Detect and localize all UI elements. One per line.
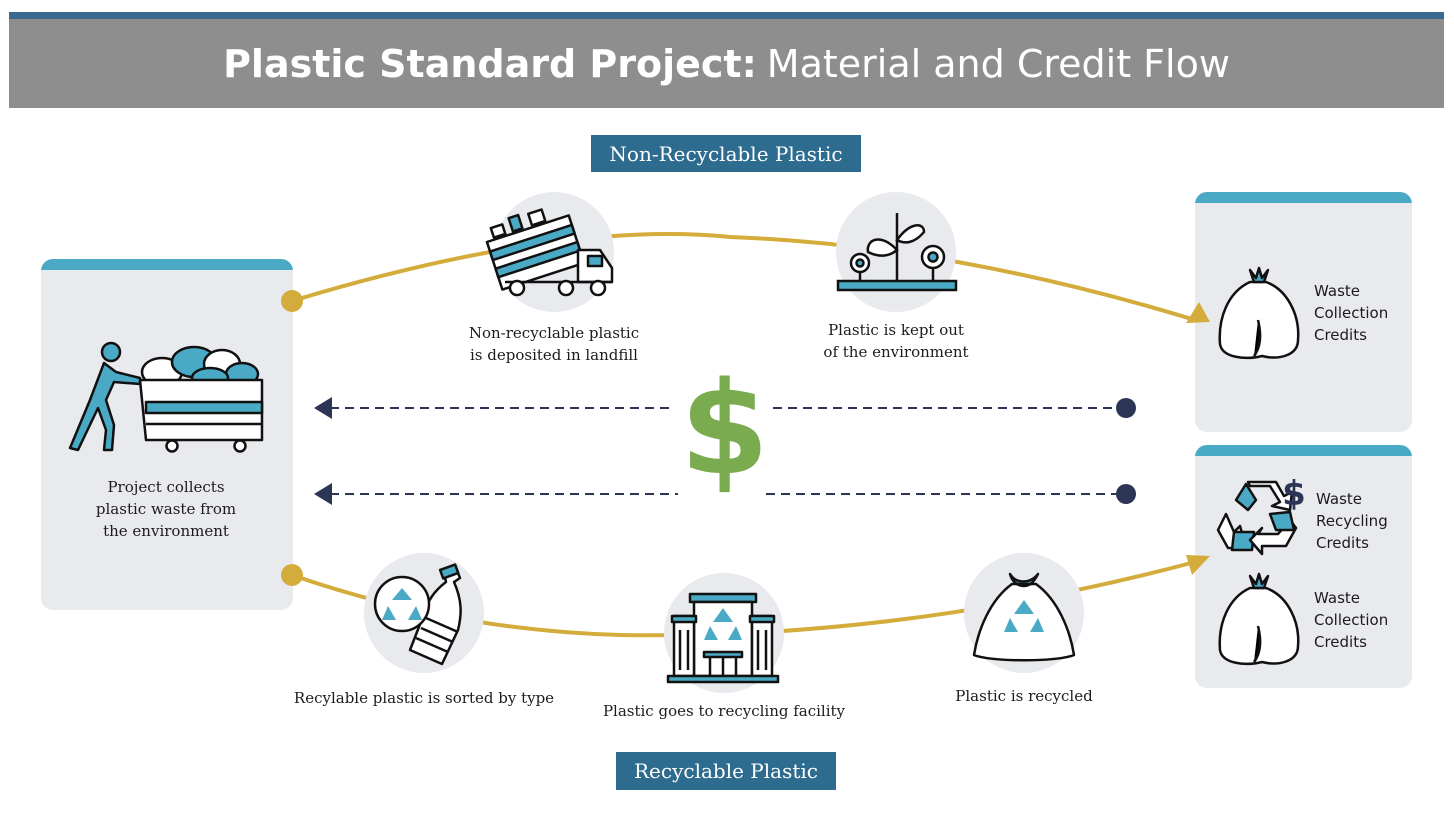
label-line: Waste — [1314, 589, 1360, 607]
recycling-facility-icon — [666, 592, 780, 684]
label-line: Collection — [1314, 611, 1389, 629]
environment-caption: Plastic is kept out of the environment — [796, 319, 996, 363]
sorted-caption: Recylable plastic is sorted by type — [293, 689, 555, 707]
plant-icon — [836, 213, 958, 292]
header-banner: Plastic Standard Project: Material and C… — [9, 12, 1444, 108]
garbage-bag-icon-2 — [1218, 572, 1300, 666]
money-arrowhead-top — [314, 397, 332, 419]
label-line: Recycling — [1316, 512, 1388, 530]
label-line: Credits — [1314, 326, 1367, 344]
landfill-caption: Non-recyclable plastic is deposited in l… — [444, 322, 664, 366]
caption-line: Plastic is kept out — [828, 321, 964, 339]
dollar-symbol: $ — [680, 355, 770, 504]
top-flow-line — [291, 232, 1196, 322]
waste-collection-credits-label-2: Waste Collection Credits — [1314, 587, 1404, 653]
label-line: Credits — [1314, 633, 1367, 651]
label-line: Collection — [1314, 304, 1389, 322]
garbage-bag-icon — [1218, 266, 1300, 360]
caption-line: is deposited in landfill — [470, 346, 638, 364]
top-flow-start-dot — [281, 290, 303, 312]
waste-recycling-credits-label: Waste Recycling Credits — [1316, 488, 1406, 554]
recycled-caption: Plastic is recycled — [955, 687, 1093, 705]
bottom-flow-arrowhead — [1186, 555, 1210, 575]
caption-line: Non-recyclable plastic — [468, 324, 640, 342]
bottom-flow-start-dot — [281, 564, 303, 586]
recycling-bag-icon — [972, 572, 1076, 662]
facility-caption: Plastic goes to recycling facility — [602, 702, 846, 720]
top-flow-arrowhead — [1186, 302, 1210, 323]
recycling-dollar-icon: $ — [1216, 474, 1306, 556]
label-line: Credits — [1316, 534, 1369, 552]
money-dot-bottom — [1116, 484, 1136, 504]
label-line: Waste — [1314, 282, 1360, 300]
page-title-light: Material and Credit Flow — [766, 41, 1230, 86]
caption-line: of the environment — [823, 343, 969, 361]
caption-line: the environment — [103, 522, 229, 540]
waste-collection-credits-label: Waste Collection Credits — [1314, 280, 1404, 346]
page-title-bold: Plastic Standard Project: — [223, 41, 757, 86]
left-panel-caption: Project collects plastic waste from the … — [60, 476, 272, 542]
money-dot-top — [1116, 398, 1136, 418]
caption-line: Project collects — [107, 478, 225, 496]
recyclable-tag: Recyclable Plastic — [616, 752, 836, 790]
label-line: Waste — [1316, 490, 1362, 508]
svg-text:$: $ — [1282, 474, 1306, 514]
non-recyclable-tag: Non-Recyclable Plastic — [591, 135, 861, 172]
dump-truck-icon — [485, 208, 614, 297]
caption-line: plastic waste from — [95, 500, 237, 518]
bottle-recycle-icon — [373, 563, 462, 666]
money-arrowhead-bottom — [314, 483, 332, 505]
person-pushing-cart-icon — [68, 341, 264, 453]
